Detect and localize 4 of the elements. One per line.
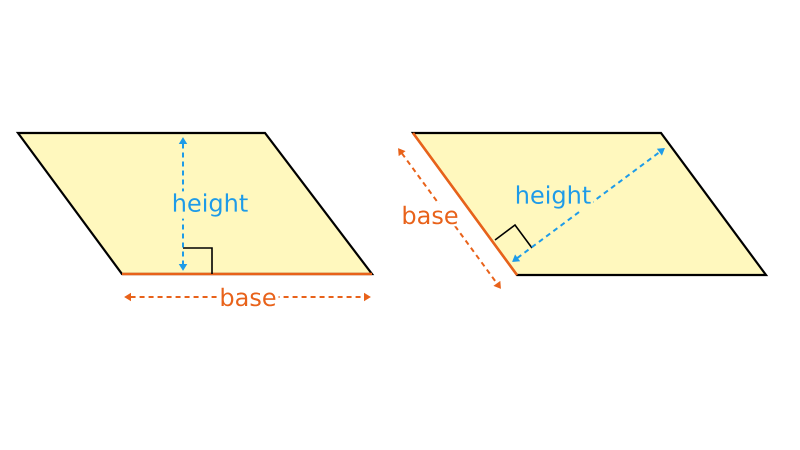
dimension-label: height [512,183,594,211]
dimension-label: base [399,204,461,226]
dimension-label: height [170,191,250,219]
dimension-label: base [217,286,279,308]
